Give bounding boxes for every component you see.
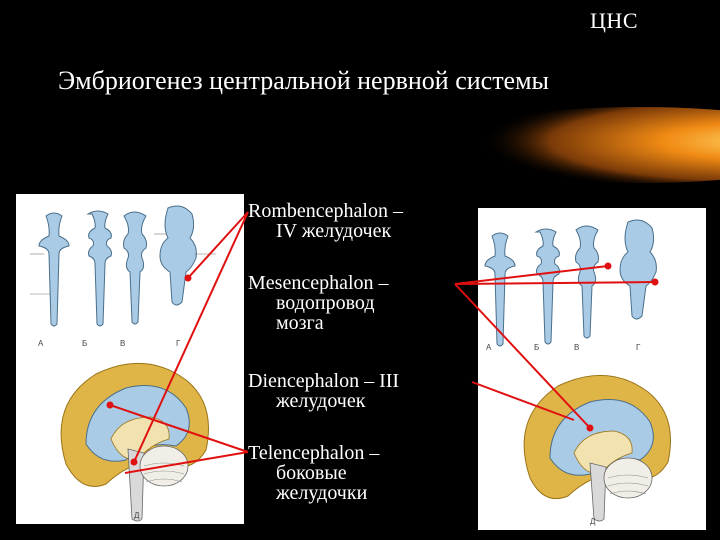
brain-development-illustration: А Б В Г Д [484,219,671,526]
term-description: мозга [276,312,324,334]
term-mesencephalon: Mesencephalon – водопровод мозга [248,273,389,333]
term-telencephalon: Telencephalon – боковые желудочки [248,443,379,503]
term-heading: Rombencephalon – [248,200,403,222]
figure-label-v: В [574,343,579,352]
section-label: ЦНС [590,8,638,33]
figure-label-d: Д [590,517,596,526]
figure-label-g: Г [176,339,181,348]
figure-label-v: В [120,339,125,348]
figure-label-a: А [38,339,44,348]
term-diencephalon: Diencephalon – III желудочек [248,371,399,411]
term-heading: Diencephalon – III [248,370,400,392]
term-description: водопровод [276,292,375,314]
embryo-brain-figure-right: А Б В Г Д [478,208,706,530]
term-description: IV желудочек [276,220,392,242]
figure-label-g: Г [636,343,641,352]
term-rombencephalon: Rombencephalon – IV желудочек [248,201,403,241]
term-description: желудочки [276,482,368,504]
decorative-glow [440,107,720,183]
embryo-brain-figure-left: А Б В Г Д [16,194,244,524]
brain-development-illustration: А Б В Г Д [30,205,216,522]
term-description: боковые [276,462,347,484]
figure-label-b: Б [82,339,87,348]
term-heading: Mesencephalon – [248,272,389,294]
term-description: желудочек [276,390,366,412]
figure-label-b: Б [534,343,539,352]
slide-title: Эмбриогенез центральной нервной системы [58,66,550,95]
figure-label-a: А [486,343,492,352]
term-heading: Telencephalon – [248,442,380,464]
figure-label-d: Д [134,511,140,520]
